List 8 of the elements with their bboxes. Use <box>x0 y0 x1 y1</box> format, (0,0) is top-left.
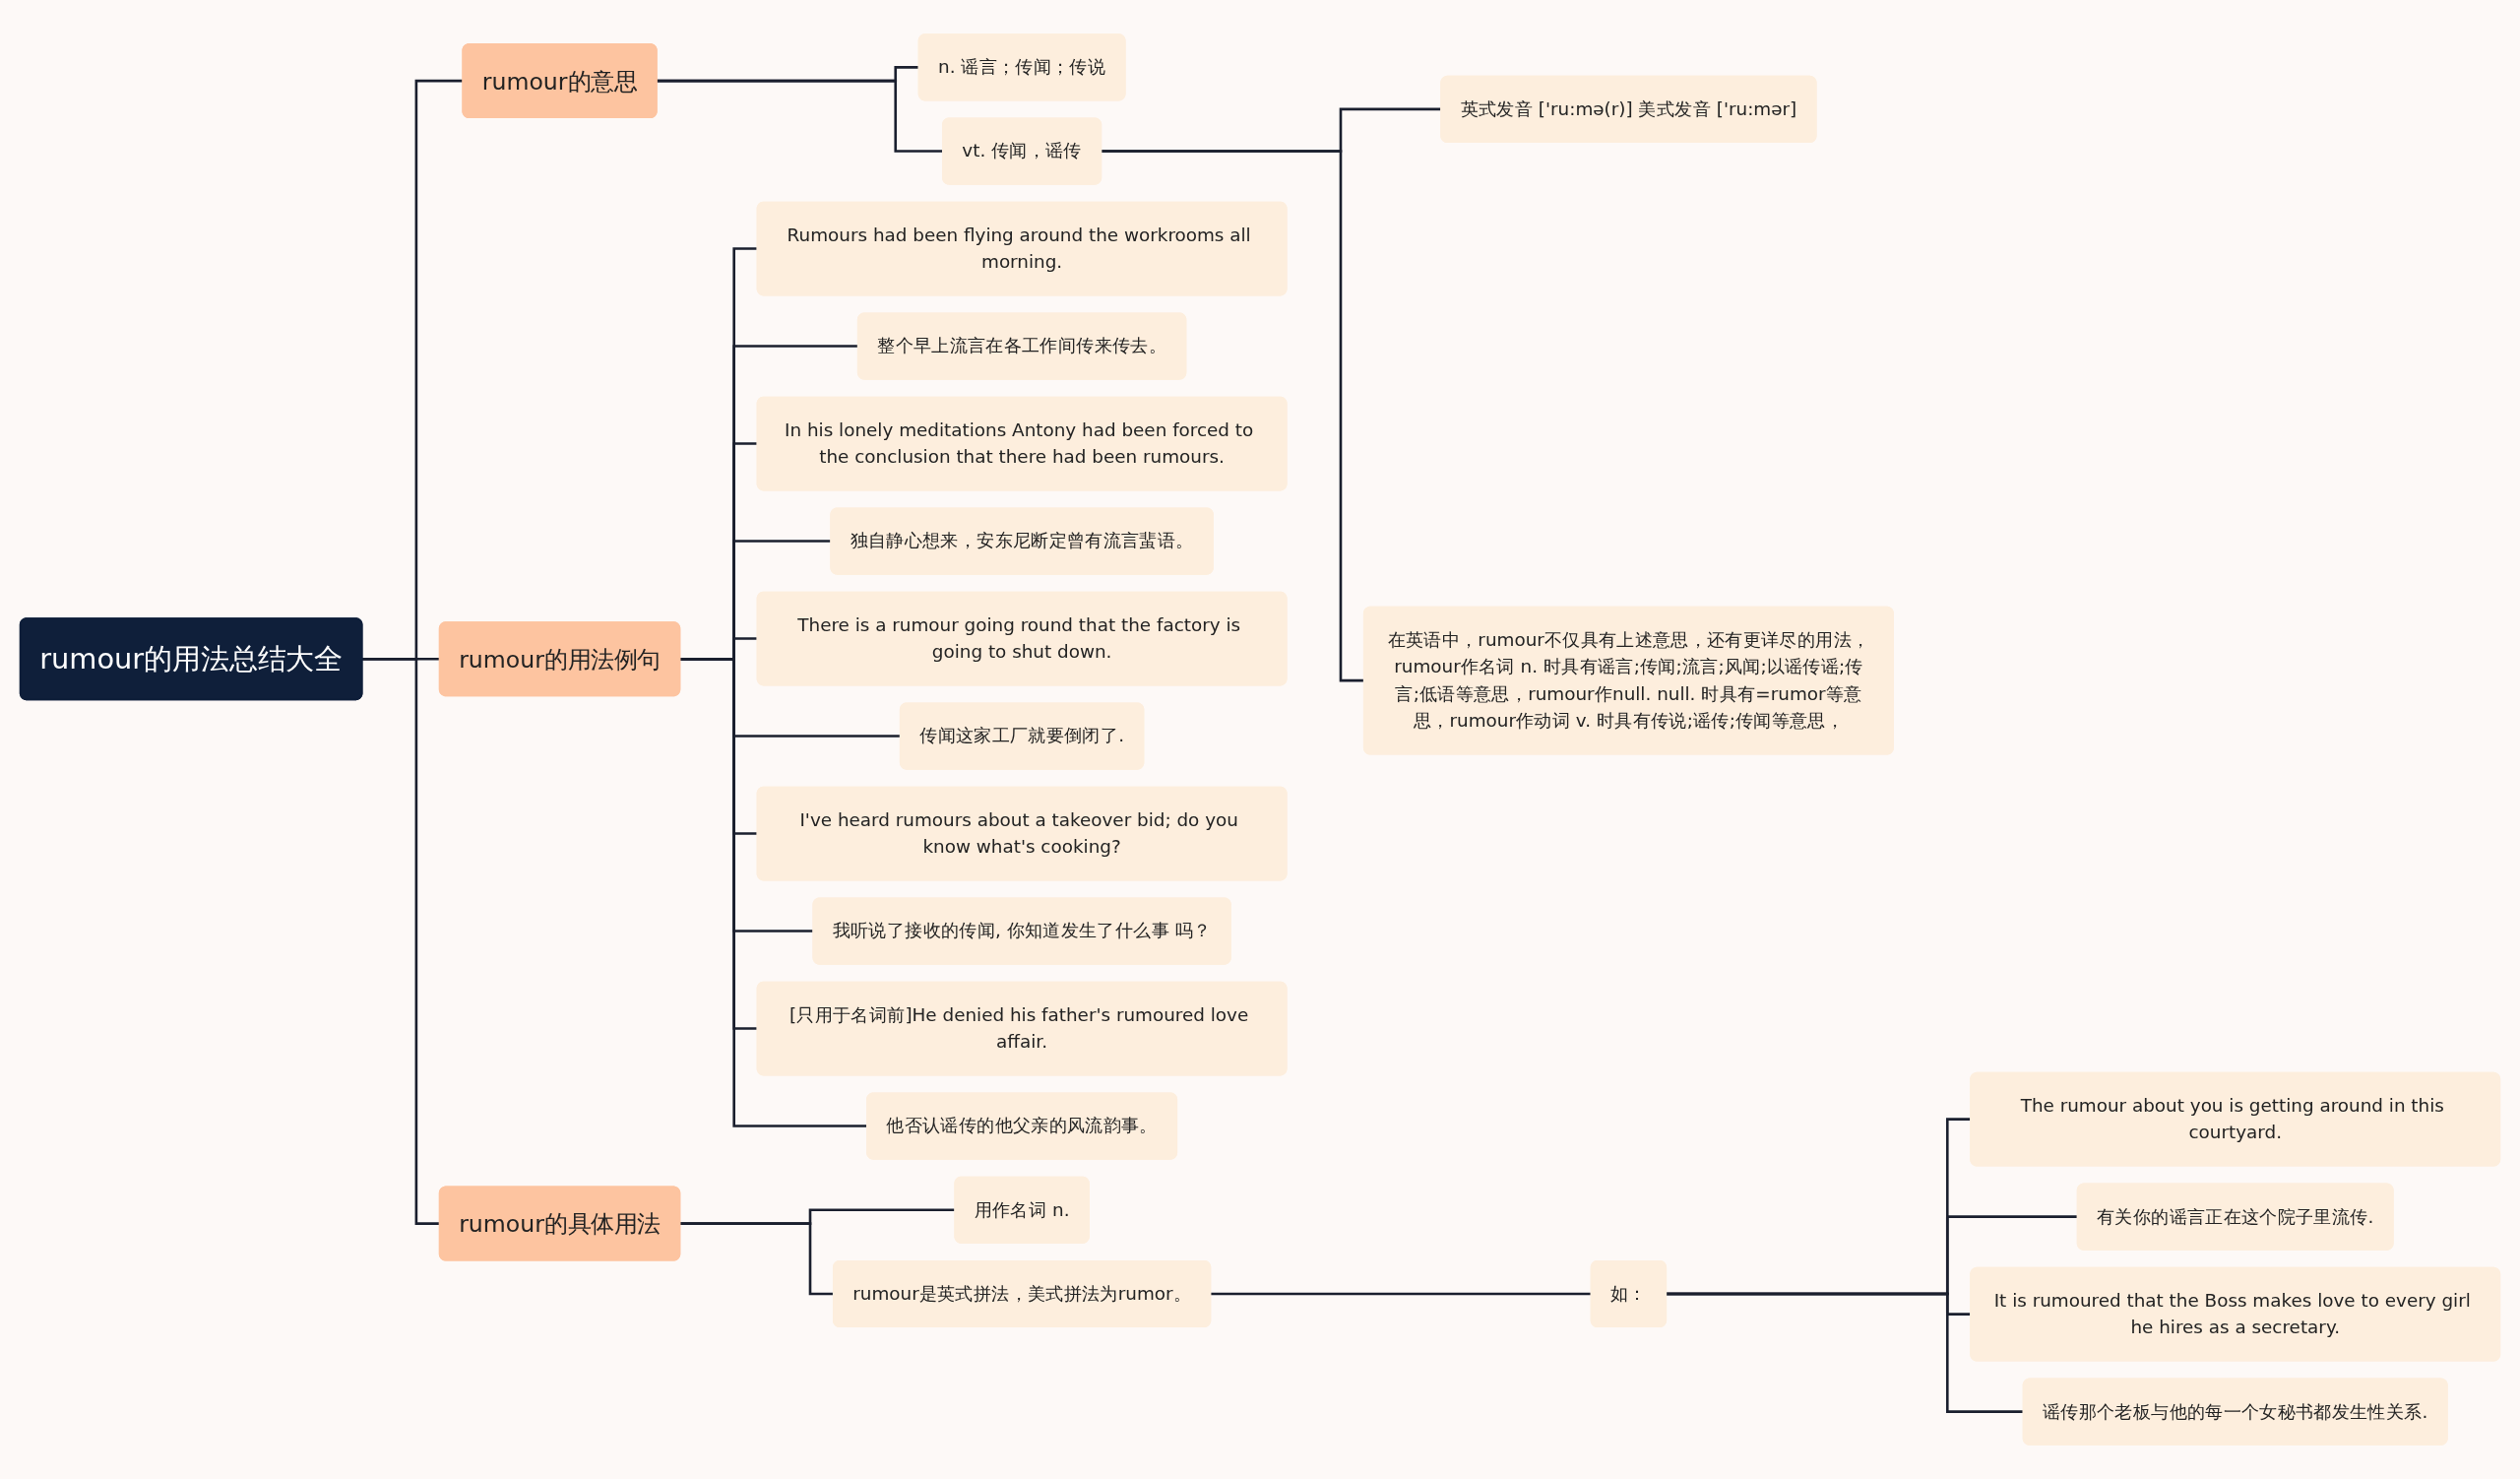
connector <box>1666 1292 2024 1413</box>
connector <box>1101 150 1364 682</box>
connector <box>679 1222 834 1296</box>
connector <box>679 657 867 1127</box>
connector <box>361 657 440 1225</box>
mind-map: rumour的用法总结大全 rumour的意思 n. 谣言；传闻；传说 vt. 传闻，谣传 英式发音 ['ru:mə(r)] 美式发音 ['ru:mər] 在英语中，rumour不仅具有上述意思，还有更详尽的用法，rumour作名词 n. 时具有谣言;传闻;流言;风闻;以谣传谣;传言;低语等意思，rumour作null. null. 时具有=rumor等意思，rumour作动词 v. 时具有传说;谣传;传闻等意思， rumour的用法例句 Rumours had been flying around the workrooms all morning. 整个早上流言在各工作间传来传去。 In his lonely meditations Antony had been forced to the conclusion that there had been rumours. 独自静心想来，安东尼断定曾有流言蜚语。 There is a rumour going round that the factory is going to shut down. 传闻这家工厂就要倒闭了. I've heard rumours about a takeover bid; do you know what's cooking? 我听说了接收的传闻, 你知道发生了什么事 吗？ [只用于名词前]He denied his father's rumoured love affair. 他否认谣传的他父亲的风流韵事。 rumour的具体用法 用作名词 n. rumour是英式拼法，美式拼法为rumor。 如： The rumour about you is getting around in this courtyard. 有关你的谣言正在这个院子里流传. It is rumoured that the Boss makes love to every girl he hires as a secretary. 谣传那个老板与他的每一个女秘书都发生性关系. <box>10 10 2510 1469</box>
connector <box>1210 1292 1592 1296</box>
connector <box>657 79 943 153</box>
